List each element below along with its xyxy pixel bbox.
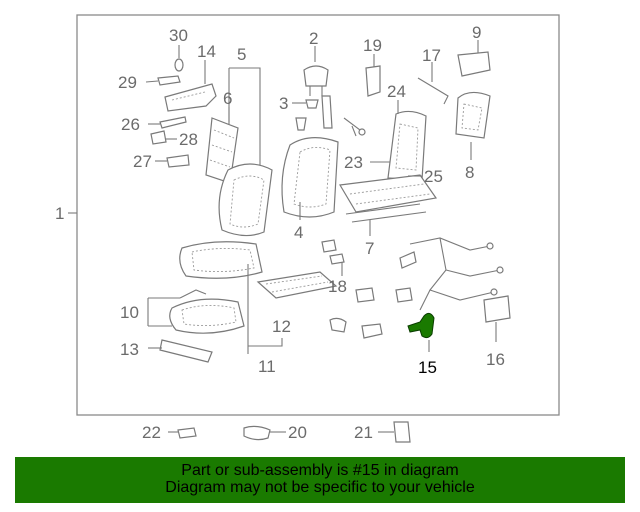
part-21	[393, 421, 411, 443]
leader-10	[147, 297, 180, 327]
leader-11-12	[247, 264, 283, 354]
callout-16: 16	[486, 350, 505, 369]
callout-28: 28	[179, 130, 198, 149]
callout-7: 7	[365, 239, 374, 258]
callout-13: 13	[120, 340, 139, 359]
part-13-trim	[159, 339, 213, 363]
banner-line-1: Part or sub-assembly is #15 in diagram	[181, 462, 459, 479]
callout-29: 29	[118, 73, 137, 92]
part-8-back-board	[455, 91, 491, 139]
part-16-bracket	[483, 295, 511, 323]
banner-line-2: Diagram may not be specific to your vehi…	[165, 479, 475, 496]
part-22	[177, 427, 197, 439]
callout-24: 24	[387, 82, 406, 101]
callout-17: 17	[422, 46, 441, 65]
callout-3: 3	[279, 94, 288, 113]
part-5-seatback-cover	[218, 163, 273, 237]
callout-15: 15	[418, 358, 437, 377]
part-19-bracket	[365, 65, 381, 97]
part-17-rod	[417, 77, 449, 105]
part-2-headrest	[303, 65, 329, 87]
part-27-connector	[166, 154, 190, 168]
callout-23: 23	[344, 153, 363, 172]
callout-11: 11	[258, 357, 276, 376]
callout-4: 4	[294, 223, 303, 242]
callout-27: 27	[133, 152, 152, 171]
part-26-clip	[159, 116, 187, 129]
callout-9: 9	[472, 23, 481, 42]
part-29-handle	[157, 75, 181, 86]
callout-30: 30	[169, 26, 188, 45]
part-seat-cushion-cover	[179, 241, 263, 279]
part-10-cushion	[169, 298, 245, 334]
callout-5: 5	[237, 45, 246, 64]
wire-harness	[409, 237, 501, 311]
part-14-side-cover	[164, 83, 217, 112]
callout-18: 18	[328, 277, 347, 296]
callout-2: 2	[309, 29, 318, 48]
part-20	[243, 425, 271, 441]
callout-1: 1	[55, 204, 64, 223]
callout-20: 20	[288, 423, 307, 442]
callout-25: 25	[424, 167, 443, 186]
part-12-mat	[256, 271, 338, 299]
part-30-knob	[174, 58, 184, 72]
part-18-clip	[321, 239, 337, 253]
callout-26: 26	[121, 115, 140, 134]
part-15-highlighted	[407, 312, 435, 339]
callout-10: 10	[120, 303, 139, 322]
leader-29	[145, 80, 159, 83]
callout-19: 19	[363, 36, 382, 55]
part-4-seatback-pad	[281, 137, 339, 218]
callout-8: 8	[465, 163, 474, 182]
info-banner: Part or sub-assembly is #15 in diagram D…	[15, 457, 625, 503]
callout-14: 14	[197, 42, 216, 61]
callout-12: 12	[272, 317, 291, 336]
part-28-clip	[150, 130, 167, 145]
callout-6: 6	[223, 89, 232, 108]
callout-22: 22	[142, 423, 161, 442]
part-3-guide	[305, 99, 319, 109]
callout-21: 21	[354, 423, 373, 442]
